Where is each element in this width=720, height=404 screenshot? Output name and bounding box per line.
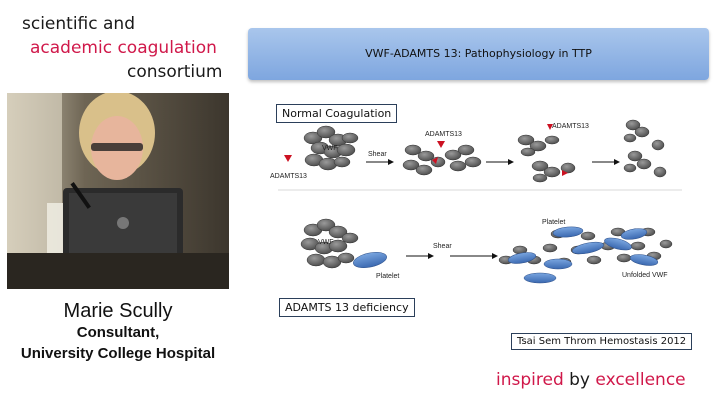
brand-line-1: scientific and (22, 14, 135, 34)
pathophysiology-diagram: ADAMTS13 VWF Shear ADAMTS13 (258, 110, 698, 300)
brand-line-2: academic coagulation (30, 38, 217, 58)
shear-label-bottom: Shear (433, 243, 452, 250)
platelet-shape-1 (353, 252, 387, 268)
speaker-video-image (7, 93, 229, 289)
citation: Tsai Sem Throm Hemostasis 2012 (511, 333, 693, 350)
slide-title: VWF-ADAMTS 13: Pathophysiology in TTP (365, 47, 592, 60)
adamts-marker-bound (432, 157, 438, 164)
vwf-cluster-top (303, 125, 359, 171)
slide-title-bar: VWF-ADAMTS 13: Pathophysiology in TTP (248, 28, 709, 80)
footer-word-excellence: excellence (595, 370, 686, 390)
footer-tagline: inspired by excellence (496, 370, 686, 390)
speaker-title: Consultant, (76, 324, 160, 341)
vwf-cluster-mid (402, 144, 482, 176)
right-arrow-icon (450, 253, 498, 259)
footer-word-inspired: inspired (496, 370, 564, 390)
platelet-label-1: Platelet (376, 273, 399, 280)
vwf-label-bottom: VWF (318, 239, 334, 246)
adamts-marker-cleave (562, 170, 568, 176)
adamts-marker-2 (437, 141, 445, 148)
normal-coagulation-label: Normal Coagulation (276, 104, 398, 123)
vwf-fragments (517, 134, 576, 183)
adamts-marker-3 (547, 124, 553, 130)
adamts13-deficiency-label: ADAMTS 13 deficiency (279, 298, 415, 317)
right-arrow-icon (366, 159, 394, 165)
vwf-label-top: VWF (322, 145, 338, 152)
right-arrow-icon (592, 159, 620, 165)
adamts13-label-2: ADAMTS13 (425, 131, 462, 138)
unfolded-vwf-label: Unfolded VWF (622, 272, 668, 279)
speaker-video (7, 93, 229, 289)
vwf-cluster-bottom (300, 218, 359, 269)
right-arrow-icon (406, 253, 434, 259)
adamts13-label-1: ADAMTS13 (270, 173, 307, 180)
adamts-marker-1 (284, 155, 292, 162)
shear-label-top: Shear (368, 151, 387, 158)
vwf-cleaved (623, 119, 667, 178)
adamts13-label-3: ADAMTS13 (552, 123, 589, 130)
speaker-organization: University College Hospital (20, 345, 216, 362)
footer-word-by: by (569, 370, 590, 390)
bound-platelets (507, 226, 659, 284)
right-arrow-icon (486, 159, 514, 165)
brand-line-3: consortium (127, 62, 223, 82)
speaker-name: Marie Scully (63, 300, 173, 322)
platelet-label-2: Platelet (542, 219, 565, 226)
